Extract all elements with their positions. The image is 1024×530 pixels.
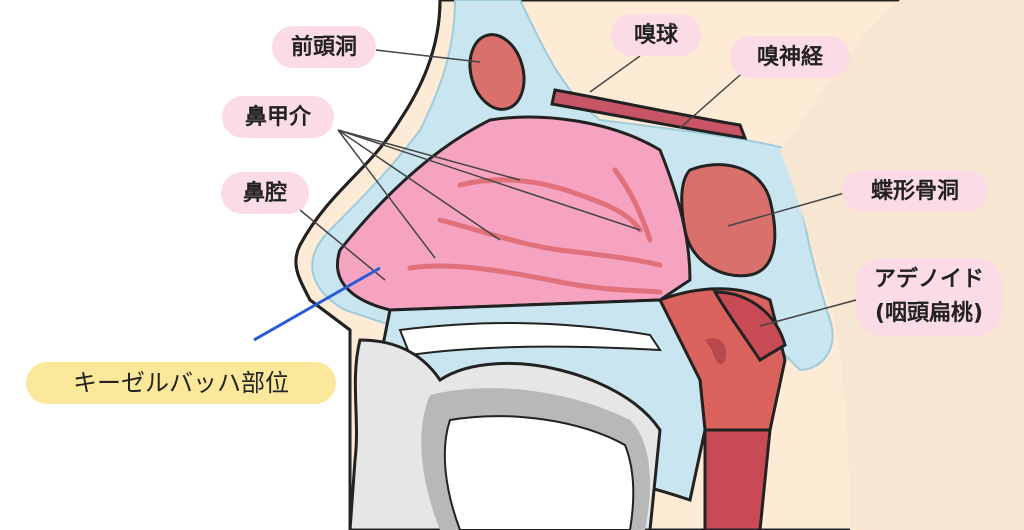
svg-text:前頭洞: 前頭洞 bbox=[291, 34, 357, 60]
svg-text:蝶形骨洞: 蝶形骨洞 bbox=[871, 179, 959, 204]
adenoid-shape bbox=[712, 290, 787, 363]
label-sphenoid-sinus: 蝶形骨洞 bbox=[842, 170, 988, 212]
svg-text:アデノイド: アデノイド bbox=[874, 266, 984, 292]
kiesselbach-pointer bbox=[253, 266, 381, 342]
olfactory-band bbox=[550, 88, 748, 140]
label-olfactory-nerve: 嗅神経 bbox=[730, 36, 850, 78]
label-frontal-sinus: 前頭洞 bbox=[272, 26, 376, 68]
label-olfactory-bulb: 嗅球 bbox=[611, 14, 701, 56]
svg-text:嗅神経: 嗅神経 bbox=[757, 44, 824, 70]
label-nasal-cavity: 鼻腔 bbox=[221, 172, 309, 214]
sphenoid-sinus bbox=[680, 163, 777, 278]
svg-text:(咽頭扁桃): (咽頭扁桃) bbox=[875, 301, 983, 326]
svg-text:キーゼルバッハ部位: キーゼルバッハ部位 bbox=[73, 369, 289, 397]
frontal-sinus bbox=[468, 33, 526, 111]
label-adenoid: アデノイド (咽頭扁桃) bbox=[856, 258, 1002, 336]
pharynx-fold bbox=[705, 338, 726, 365]
oral-cavity-bone bbox=[398, 322, 662, 357]
leader-lines bbox=[299, 49, 857, 327]
lower-pharynx bbox=[703, 428, 772, 530]
svg-text:鼻甲介: 鼻甲介 bbox=[245, 104, 312, 130]
tongue-white bbox=[443, 415, 635, 530]
svg-text:嗅球: 嗅球 bbox=[634, 22, 679, 48]
label-kiesselbach-area: キーゼルバッハ部位 bbox=[26, 362, 336, 404]
nose-outline bbox=[294, 0, 442, 332]
svg-text:鼻腔: 鼻腔 bbox=[243, 180, 287, 206]
label-nasal-turbinate: 鼻甲介 bbox=[222, 96, 334, 138]
